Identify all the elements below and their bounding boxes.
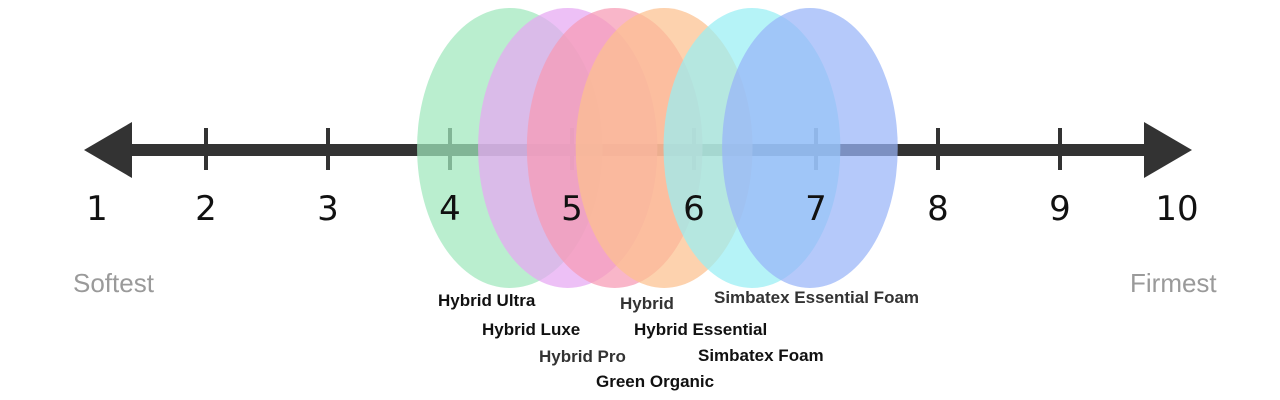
product-label-simbatex-essential-foam: Simbatex Essential Foam: [714, 288, 920, 307]
range-ellipse-blue: [722, 8, 898, 288]
firmest-label: Firmest: [1130, 268, 1217, 298]
tick-label: 5: [561, 189, 583, 229]
axis-tick: [204, 128, 208, 170]
product-label-green-organic: Green Organic: [596, 372, 715, 391]
axis-tick: [1058, 128, 1062, 170]
product-label-hybrid-ultra: Hybrid Ultra: [438, 291, 536, 310]
product-label-simbatex-foam: Simbatex Foam: [698, 346, 824, 365]
tick-label: 3: [317, 189, 339, 229]
tick-label: 8: [927, 189, 949, 229]
tick-label: 2: [195, 189, 217, 229]
tick-label: 1: [86, 189, 108, 229]
tick-label: 9: [1049, 189, 1071, 229]
product-label-hybrid-pro: Hybrid Pro: [539, 347, 626, 366]
axis-tick: [936, 128, 940, 170]
softest-label: Softest: [73, 268, 154, 298]
product-label-hybrid-essential: Hybrid Essential: [634, 320, 768, 339]
tick-label: 6: [683, 189, 705, 229]
product-label-hybrid-luxe: Hybrid Luxe: [482, 320, 581, 339]
arrow-left-icon: [84, 122, 132, 178]
axis-tick: [326, 128, 330, 170]
arrow-right-icon: [1144, 122, 1192, 178]
tick-label: 7: [805, 189, 827, 229]
tick-label: 4: [439, 189, 461, 229]
tick-label: 10: [1155, 189, 1198, 229]
product-label-hybrid: Hybrid: [620, 294, 674, 313]
